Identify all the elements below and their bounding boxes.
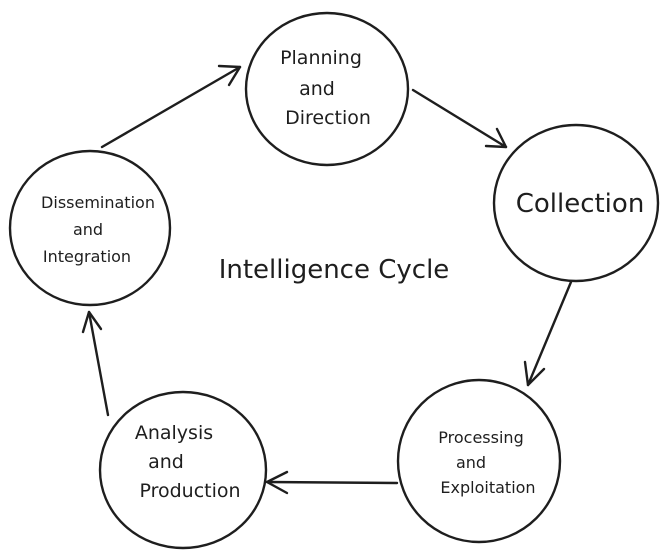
node-dissemination-line-3: Integration bbox=[43, 247, 131, 266]
node-planning-line-1: Planning bbox=[280, 47, 362, 69]
node-planning-line-3: Direction bbox=[285, 107, 371, 129]
node-collection: Collection bbox=[492, 123, 660, 283]
edge-analysis-to-dissemination bbox=[81, 310, 110, 417]
node-processing-line-3: Exploitation bbox=[440, 478, 535, 497]
node-analysis-line-3: Production bbox=[139, 480, 240, 502]
node-analysis-line-1: Analysis bbox=[135, 422, 213, 444]
node-processing-line-1: Processing bbox=[438, 428, 523, 447]
node-analysis-and-production: Analysis and Production bbox=[98, 390, 268, 550]
node-collection-label: Collection bbox=[516, 189, 645, 219]
edge-collection-to-processing bbox=[523, 280, 573, 387]
node-dissemination-line-2: and bbox=[73, 220, 103, 239]
edge-planning-to-collection bbox=[411, 88, 508, 149]
node-dissemination-and-integration: Dissemination and Integration bbox=[8, 149, 172, 307]
diagram-title: Intelligence Cycle bbox=[219, 255, 450, 285]
node-processing-line-2: and bbox=[456, 453, 486, 472]
node-processing-and-exploitation: Processing and Exploitation bbox=[396, 378, 562, 544]
node-analysis-line-2: and bbox=[148, 451, 184, 473]
edge-processing-to-analysis bbox=[265, 470, 399, 495]
node-planning-line-2: and bbox=[299, 78, 335, 100]
edge-dissemination-to-planning bbox=[100, 64, 242, 149]
node-dissemination-line-1: Dissemination bbox=[41, 193, 155, 212]
node-planning-and-direction: Planning and Direction bbox=[244, 11, 410, 167]
